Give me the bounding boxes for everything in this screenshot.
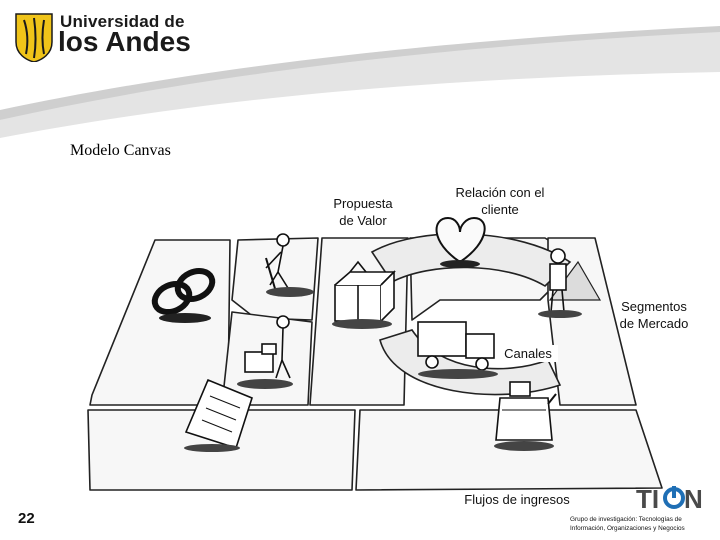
label-segmentos-mercado: Segmentos de Mercado xyxy=(619,299,689,331)
worker-figure-icon xyxy=(265,233,290,293)
page-number: 22 xyxy=(18,510,35,527)
university-logo-icon xyxy=(15,13,53,62)
rings-icon xyxy=(151,267,216,316)
delivery-truck-icon xyxy=(417,321,495,371)
label-flujos-ingresos: Flujos de ingresos xyxy=(464,492,570,507)
gift-box-icon xyxy=(334,260,396,322)
logo-line-2: los Andes xyxy=(58,26,191,57)
slide-title: Modelo Canvas xyxy=(70,142,171,159)
cash-register-icon xyxy=(495,381,557,441)
customer-person-icon xyxy=(549,248,567,313)
channels-arc xyxy=(370,233,572,288)
label-propuesta-valor: Propuesta de Valor xyxy=(333,196,393,228)
svg-text:TI: TI xyxy=(636,484,659,512)
heart-icon xyxy=(435,216,486,264)
logo-line-1: Universidad de xyxy=(60,12,185,31)
tion-logo-icon: TI N xyxy=(636,484,702,512)
label-relacion-cliente: Relación con el cliente xyxy=(455,185,545,217)
label-canales: Canales xyxy=(498,345,558,362)
research-group-text: Grupo de investigación: Tecnologías de I… xyxy=(570,516,685,532)
worker-with-boxes-icon xyxy=(244,315,291,379)
svg-text:N: N xyxy=(684,484,702,512)
header-band xyxy=(0,26,720,138)
canvas-block-activities xyxy=(231,237,319,321)
